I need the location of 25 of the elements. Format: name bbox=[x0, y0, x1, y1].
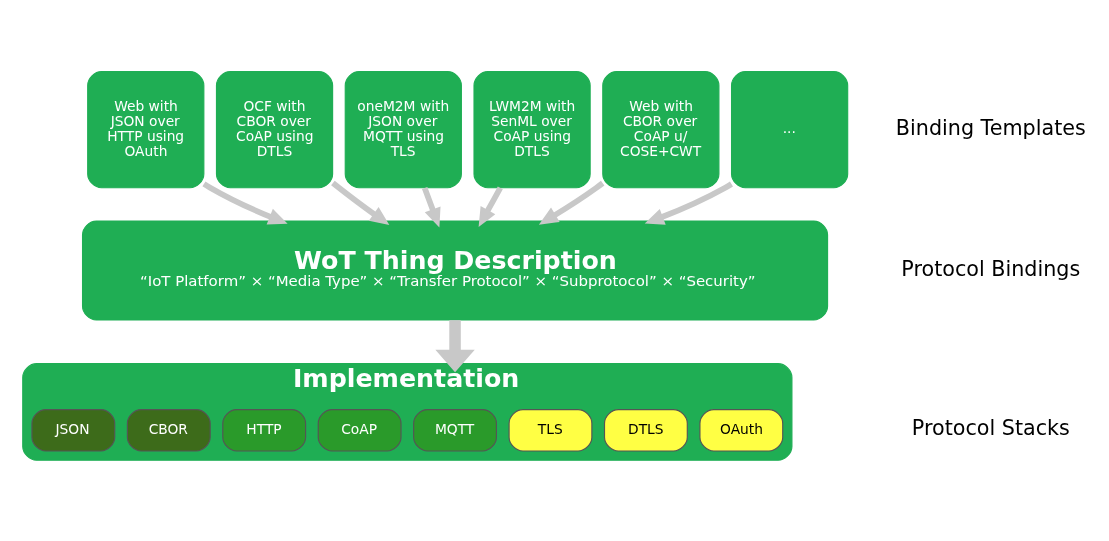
node-box: HTTP bbox=[222, 409, 307, 452]
label: Protocol Stacks bbox=[911, 416, 1070, 441]
node-box: LWM2M with SenML over CoAP using DTLS bbox=[473, 71, 591, 189]
node-box: Web with JSON over HTTP using OAuth bbox=[87, 71, 205, 189]
node-box: JSON bbox=[31, 409, 116, 452]
node-box: DTLS bbox=[603, 409, 688, 452]
arrow bbox=[644, 181, 733, 225]
arrow bbox=[421, 186, 441, 228]
arrow bbox=[435, 320, 475, 373]
node-box: OCF with CBOR over CoAP using DTLS bbox=[215, 71, 334, 189]
node-box: OAuth bbox=[699, 409, 784, 452]
node-box: CBOR bbox=[126, 409, 211, 452]
node-box: ... bbox=[731, 71, 849, 189]
node-box: oneM2M with JSON over MQTT using TLS bbox=[344, 71, 462, 189]
label: Protocol Bindings bbox=[901, 256, 1081, 281]
arrow bbox=[478, 186, 503, 227]
node-box: Web with CBOR over CoAP u/ COSE+CWT bbox=[602, 71, 720, 189]
label: Binding Templates bbox=[895, 115, 1086, 140]
node-box: MQTT bbox=[413, 409, 497, 452]
arrow bbox=[538, 180, 605, 225]
node-box: CoAP bbox=[317, 409, 402, 452]
arrow bbox=[202, 181, 288, 225]
node-box: TLS bbox=[508, 409, 593, 452]
arrow bbox=[331, 180, 390, 226]
node-box: WoT Thing Description “IoT Platform” × “Media Type” × “Transfer Protocol” × “Subprotocol” × “Security” bbox=[81, 220, 829, 321]
